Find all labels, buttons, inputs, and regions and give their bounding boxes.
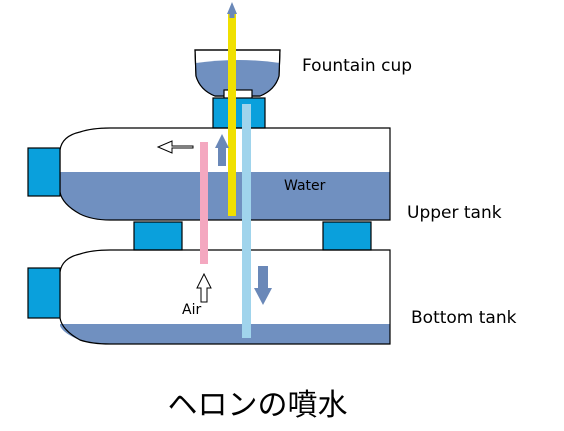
bottom-tank [27,249,391,345]
lightblue-drain-tube [242,104,251,338]
yellow-fountain-tube [228,14,236,216]
upper-tank-label: Upper tank [407,203,502,223]
left-arrow-icon [156,140,194,154]
upper-tank-cap [27,147,61,197]
down-arrow-icon [254,266,272,305]
upper-tank [27,127,391,221]
cup-water [196,60,280,96]
fountain-cup-label: Fountain cup [302,56,413,76]
bottom-tank-label: Bottom tank [411,308,517,328]
diagram-title: ヘロンの噴水 [167,388,348,423]
air-up-arrow-icon [196,272,212,303]
fountain-cup [194,49,281,97]
up-arrow-icon [227,2,237,18]
pink-air-tube [200,142,208,264]
water-label: Water [284,178,326,194]
right-spacer-block [322,221,372,251]
cup-connector-cap [212,97,266,129]
bottom-tank-cap [27,267,61,319]
left-spacer-block [133,221,183,251]
upper-tank-water [60,172,390,220]
up-arrow-icon-upper [215,134,229,166]
air-label: Air [182,302,202,318]
bottom-tank-water [60,324,390,344]
